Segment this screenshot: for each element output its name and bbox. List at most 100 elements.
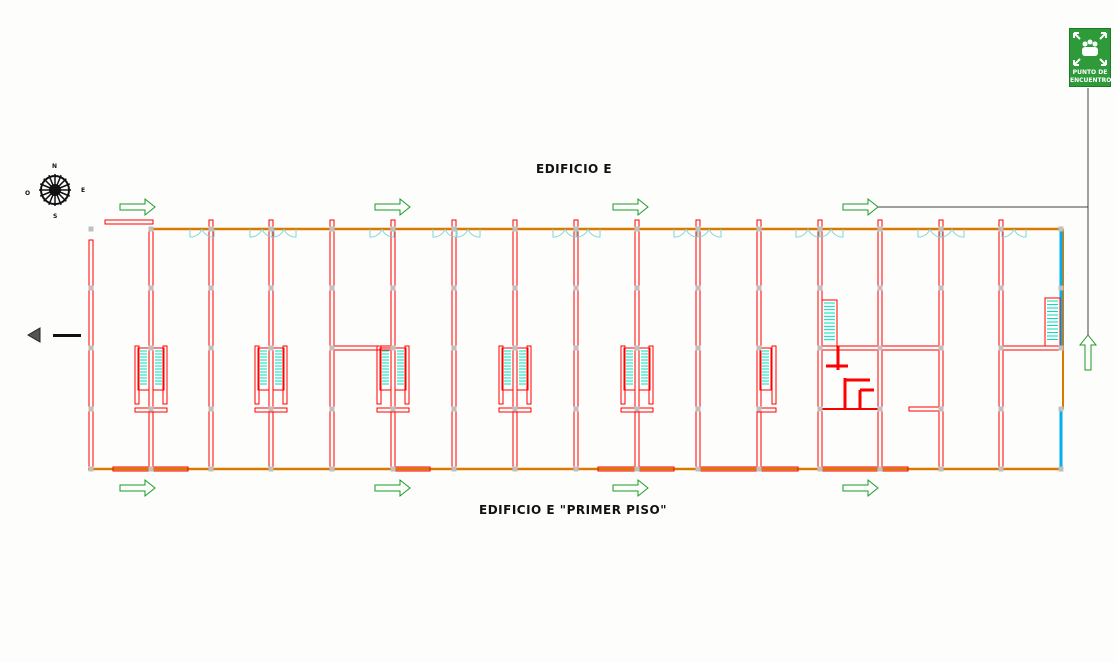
structural-column [512, 226, 518, 232]
structural-column [390, 285, 396, 291]
stair-wall [376, 345, 382, 405]
structural-column [268, 345, 274, 351]
stair-wall [282, 345, 288, 405]
evacuation-arrow-icon [119, 197, 156, 217]
structural-column [573, 226, 579, 232]
stair-frame [759, 347, 772, 391]
stair-wall [620, 345, 626, 405]
structural-column [268, 466, 274, 472]
structural-column [208, 466, 214, 472]
stair-frame [1044, 297, 1061, 347]
structural-column [756, 285, 762, 291]
structural-column [695, 406, 701, 412]
assembly-point-icon [1073, 32, 1107, 66]
stair-wall [404, 345, 410, 405]
stair-wall [134, 345, 140, 405]
structural-column [329, 466, 335, 472]
structural-column [756, 345, 762, 351]
stair-frame [152, 347, 165, 391]
stair-frame [501, 347, 514, 391]
structural-column [634, 466, 640, 472]
stair-wall [648, 345, 654, 405]
evacuation-arrow-icon [842, 478, 879, 498]
structural-column [208, 285, 214, 291]
stair-frame [137, 347, 150, 391]
stair-wall [254, 345, 260, 405]
structural-column [208, 345, 214, 351]
stair-frame [394, 347, 407, 391]
structural-column [451, 406, 457, 412]
structural-column [877, 226, 883, 232]
floor-title: EDIFICIO E "PRIMER PISO" [479, 503, 667, 517]
wall-stub [998, 345, 1064, 351]
structural-column [938, 466, 944, 472]
stair-frame [638, 347, 651, 391]
stair-wall [526, 345, 532, 405]
staircase [1044, 297, 1061, 347]
structural-column [329, 226, 335, 232]
door-swing [271, 228, 297, 238]
structural-column [268, 226, 274, 232]
structural-column [148, 406, 154, 412]
structural-column [512, 466, 518, 472]
structural-column [695, 466, 701, 472]
structural-column [1058, 285, 1064, 291]
stair-wall [162, 345, 168, 405]
structural-column [998, 285, 1004, 291]
structural-column [1058, 406, 1064, 412]
marker-label-icon [53, 334, 81, 337]
structural-column [148, 345, 154, 351]
structural-column [695, 226, 701, 232]
structural-column [817, 345, 823, 351]
evacuation-arrow-icon [374, 197, 411, 217]
structural-column [877, 406, 883, 412]
structural-column [634, 226, 640, 232]
structural-column [148, 285, 154, 291]
staircase [501, 347, 514, 391]
structural-column [938, 226, 944, 232]
structural-column [268, 406, 274, 412]
structural-column [208, 226, 214, 232]
structural-column [634, 406, 640, 412]
structural-column [268, 285, 274, 291]
structural-column [573, 345, 579, 351]
structural-column [88, 406, 94, 412]
structural-column [938, 406, 944, 412]
evacuation-route-line [878, 88, 1089, 335]
structural-column [998, 466, 1004, 472]
compass-label-n: N [52, 163, 57, 170]
evacuation-arrow-icon [374, 478, 411, 498]
structural-column [817, 226, 823, 232]
structural-column [756, 466, 762, 472]
staircase [516, 347, 529, 391]
compass-label-s: S [53, 213, 57, 220]
structural-column [1058, 466, 1064, 472]
structural-column [208, 406, 214, 412]
structural-column [390, 466, 396, 472]
sign-text-line1: PUNTO DE [1072, 69, 1108, 76]
wall-west [88, 239, 94, 472]
staircase [272, 347, 285, 391]
evacuation-arrow-up-icon [1078, 334, 1098, 371]
structural-column [938, 345, 944, 351]
stair-frame [257, 347, 270, 391]
sign-text-line2: ENCUENTRO [1070, 77, 1112, 84]
staircase [394, 347, 407, 391]
staircase [137, 347, 150, 391]
structural-column [998, 345, 1004, 351]
evacuation-arrow-icon [119, 478, 156, 498]
wall-stub [104, 219, 154, 225]
building-title: EDIFICIO E [536, 162, 613, 176]
stair-frame [821, 299, 838, 347]
structural-column [451, 345, 457, 351]
staircase [152, 347, 165, 391]
structural-column [695, 285, 701, 291]
structural-column [148, 466, 154, 472]
structural-column [1058, 345, 1064, 351]
door-swing [939, 228, 965, 238]
door-swing [455, 228, 481, 238]
compass-label-w: O [25, 190, 30, 197]
structural-column [817, 466, 823, 472]
structural-column [512, 345, 518, 351]
door-swing [818, 228, 844, 238]
